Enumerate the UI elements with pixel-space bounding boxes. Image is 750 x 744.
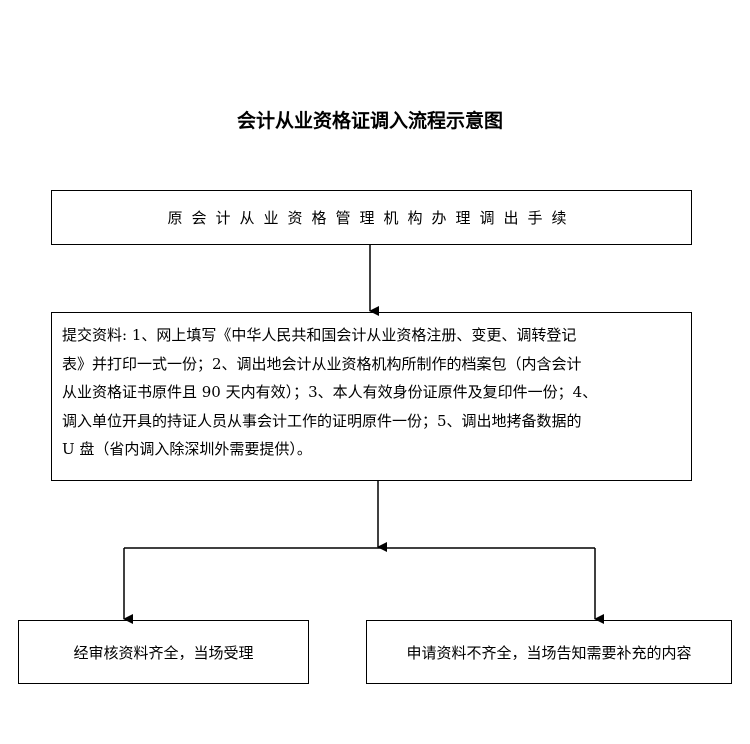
materials-line: 从业资格证书原件且 90 天内有效）；3、本人有效身份证原件及复印件一份；4、 — [62, 383, 598, 401]
outcome-incomplete: 申请资料不齐全，当场告知需要补充的内容 — [366, 620, 732, 684]
materials-line: 调入单位开具的持证人员从事会计工作的证明原件一份；5、调出地拷备数据的 — [62, 411, 582, 430]
step-transfer-out: 原会计从业资格管理机构办理调出手续 — [51, 190, 692, 245]
materials-line: 提交资料: 1、网上填写《中华人民共和国会计从业资格注册、变更、调转登记 — [62, 326, 577, 344]
materials-line: 表》并打印一式一份；2、调出地会计从业资格机构所制作的档案包（内含会计 — [62, 354, 582, 373]
step-submit-materials: 提交资料: 1、网上填写《中华人民共和国会计从业资格注册、变更、调转登记 表》并… — [51, 312, 692, 481]
diagram-title: 会计从业资格证调入流程示意图 — [236, 110, 503, 132]
materials-line: U 盘（省内调入除深圳外需要提供）。 — [62, 440, 312, 458]
outcome-accepted: 经审核资料齐全，当场受理 — [18, 620, 309, 684]
